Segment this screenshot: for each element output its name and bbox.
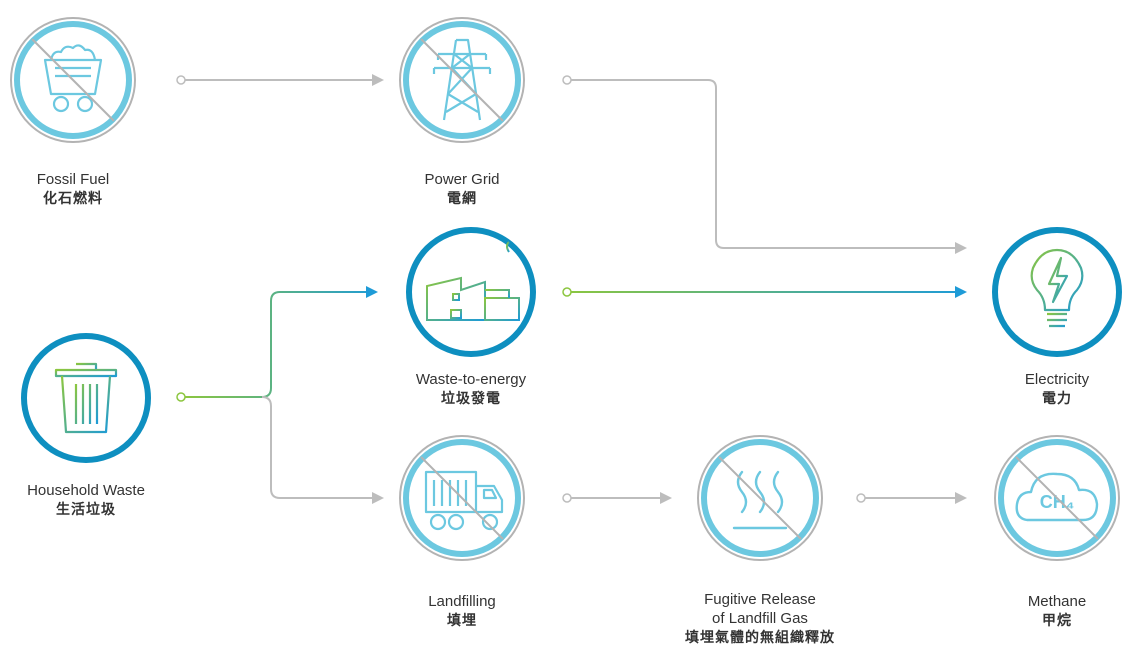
label-landfilling-en: Landfilling (428, 593, 496, 610)
factory-icon (426, 241, 520, 321)
label-fossil-fuel-zh: 化石燃料 (43, 190, 103, 206)
label-electricity-zh: 電力 (1042, 390, 1072, 406)
node-fugitive-release (697, 435, 823, 561)
label-waste-to-energy-zh: 垃圾發電 (441, 390, 501, 406)
label-fossil-fuel-en: Fossil Fuel (36, 171, 110, 188)
label-fossil-fuel: Fossil Fuel 化石燃料 (0, 170, 183, 208)
arrow-wte-to-electricity (562, 286, 967, 298)
label-methane-en: Methane (1027, 593, 1087, 610)
node-household-waste (21, 333, 151, 463)
label-methane-zh: 甲烷 (1042, 612, 1072, 628)
arrow-waste-to-wte (176, 286, 378, 402)
label-waste-to-energy: Waste-to-energy 垃圾發電 (361, 370, 581, 408)
label-household-waste-en: Household Waste (27, 482, 145, 499)
label-household-waste-zh: 生活垃圾 (56, 501, 116, 517)
label-landfilling-zh: 填埋 (447, 612, 477, 628)
arrow-landfill-to-fugitive (562, 492, 672, 504)
label-waste-to-energy-en: Waste-to-energy (415, 371, 527, 388)
label-power-grid: Power Grid 電網 (352, 170, 572, 208)
label-electricity: Electricity 電力 (947, 370, 1131, 408)
arrow-waste-to-landfill (261, 396, 384, 504)
label-fugitive-release: Fugitive Release of Landfill Gas 填埋氣體的無組… (650, 590, 870, 647)
heat-waves-icon (732, 470, 788, 530)
label-fugitive-release-en-1: Fugitive Release (704, 591, 816, 608)
label-electricity-en: Electricity (1024, 371, 1090, 388)
node-electricity (992, 227, 1122, 357)
label-fugitive-release-en-2: of Landfill Gas (712, 610, 808, 627)
node-methane: CH₄ (994, 435, 1120, 561)
label-methane: Methane 甲烷 (947, 592, 1131, 630)
node-fossil-fuel (10, 17, 136, 143)
garbage-truck-icon (424, 470, 504, 531)
label-landfilling: Landfilling 填埋 (352, 592, 572, 630)
label-household-waste: Household Waste 生活垃圾 (0, 481, 196, 519)
arrow-fossil-to-grid (176, 74, 384, 86)
label-power-grid-en: Power Grid (424, 171, 500, 188)
label-fugitive-release-zh: 填埋氣體的無組織釋放 (685, 629, 835, 645)
node-landfilling (399, 435, 525, 561)
label-power-grid-zh: 電網 (447, 190, 477, 206)
arrow-grid-to-electricity (562, 75, 967, 254)
node-power-grid (399, 17, 525, 143)
coal-cart-icon (43, 44, 103, 113)
lightbulb-bolt-icon (1030, 248, 1084, 328)
trash-bin-icon (54, 362, 118, 434)
arrow-fugitive-to-methane (856, 492, 967, 504)
node-waste-to-energy (406, 227, 536, 357)
